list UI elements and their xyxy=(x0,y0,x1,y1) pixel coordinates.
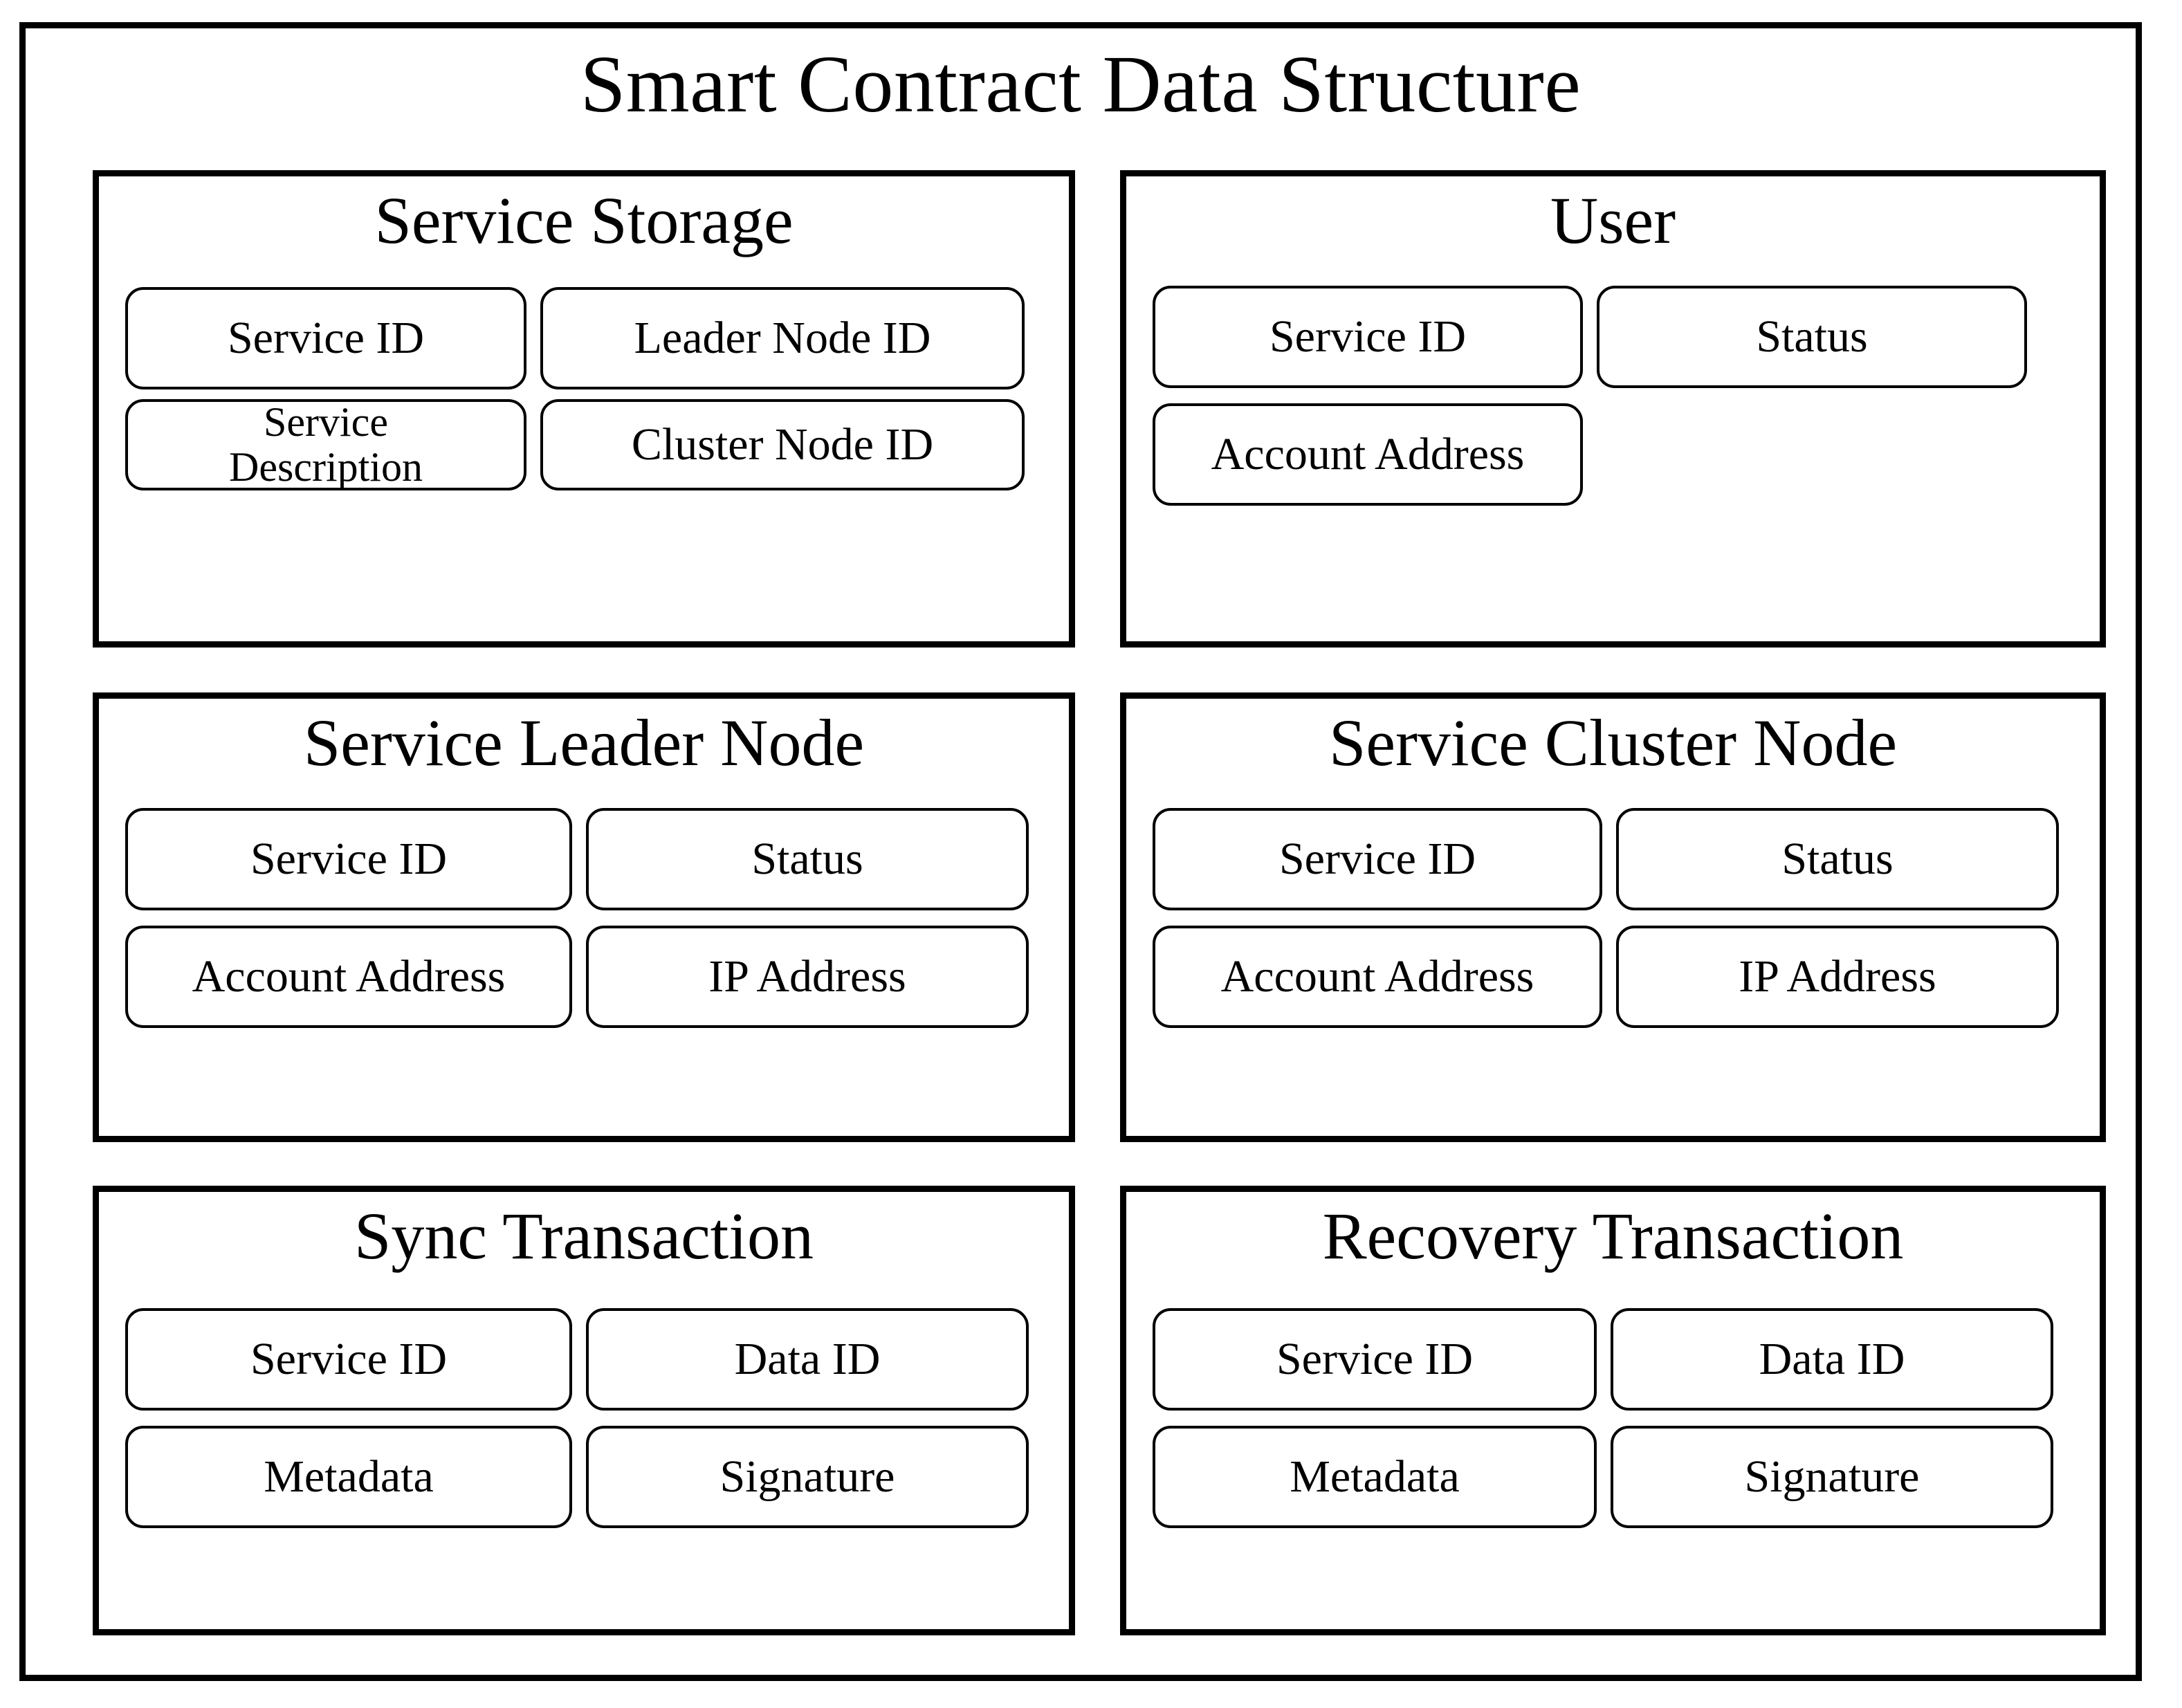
field-service-description[interactable]: Service Description xyxy=(125,399,526,490)
panel-title-service-leader-node: Service Leader Node xyxy=(303,706,865,780)
field-account-address[interactable]: Account Address xyxy=(1153,926,1602,1028)
diagram-title: Smart Contract Data Structure xyxy=(580,39,1582,129)
panel-grid: Service Storage Service ID Leader Node I… xyxy=(93,170,2106,1635)
panel-sync-transaction: Sync Transaction Service ID Data ID Meta… xyxy=(93,1186,1075,1635)
field-ip-address[interactable]: IP Address xyxy=(586,926,1029,1028)
field-leader-node-id[interactable]: Leader Node ID xyxy=(540,287,1025,389)
field-service-id[interactable]: Service ID xyxy=(125,287,526,389)
field-list-service-storage: Service ID Leader Node ID Service Descri… xyxy=(125,287,1043,490)
panel-title-service-storage: Service Storage xyxy=(374,183,794,257)
field-service-id[interactable]: Service ID xyxy=(1153,1308,1597,1411)
panel-title-user: User xyxy=(1550,183,1676,257)
field-status[interactable]: Status xyxy=(1616,808,2059,910)
field-service-id[interactable]: Service ID xyxy=(125,1308,572,1411)
field-list-sync-transaction: Service ID Data ID Metadata Signature xyxy=(125,1308,1043,1528)
panel-title-service-cluster-node: Service Cluster Node xyxy=(1328,706,1898,780)
field-signature[interactable]: Signature xyxy=(1611,1426,2053,1528)
field-account-address[interactable]: Account Address xyxy=(1153,403,1583,506)
panel-service-leader-node: Service Leader Node Service ID Status Ac… xyxy=(93,692,1075,1142)
panel-service-storage: Service Storage Service ID Leader Node I… xyxy=(93,170,1075,648)
field-list-service-cluster-node: Service ID Status Account Address IP Add… xyxy=(1153,808,2073,1028)
field-signature[interactable]: Signature xyxy=(586,1426,1029,1528)
field-cluster-node-id[interactable]: Cluster Node ID xyxy=(540,399,1025,490)
field-status[interactable]: Status xyxy=(586,808,1029,910)
field-metadata[interactable]: Metadata xyxy=(125,1426,572,1528)
field-status[interactable]: Status xyxy=(1597,286,2027,388)
field-service-id[interactable]: Service ID xyxy=(125,808,572,910)
field-data-id[interactable]: Data ID xyxy=(586,1308,1029,1411)
field-list-recovery-transaction: Service ID Data ID Metadata Signature xyxy=(1153,1308,2073,1528)
panel-service-cluster-node: Service Cluster Node Service ID Status A… xyxy=(1120,692,2106,1142)
field-service-id[interactable]: Service ID xyxy=(1153,808,1602,910)
field-list-user: Service ID Status Account Address xyxy=(1153,286,2073,506)
panel-title-sync-transaction: Sync Transaction xyxy=(354,1199,814,1273)
field-data-id[interactable]: Data ID xyxy=(1611,1308,2053,1411)
panel-user: User Service ID Status Account Address xyxy=(1120,170,2106,648)
field-account-address[interactable]: Account Address xyxy=(125,926,572,1028)
field-service-id[interactable]: Service ID xyxy=(1153,286,1583,388)
field-ip-address[interactable]: IP Address xyxy=(1616,926,2059,1028)
panel-recovery-transaction: Recovery Transaction Service ID Data ID … xyxy=(1120,1186,2106,1635)
panel-title-recovery-transaction: Recovery Transaction xyxy=(1322,1199,1904,1273)
field-metadata[interactable]: Metadata xyxy=(1153,1426,1597,1528)
field-list-service-leader-node: Service ID Status Account Address IP Add… xyxy=(125,808,1043,1028)
smart-contract-outer-frame: Smart Contract Data Structure Service St… xyxy=(19,22,2142,1681)
